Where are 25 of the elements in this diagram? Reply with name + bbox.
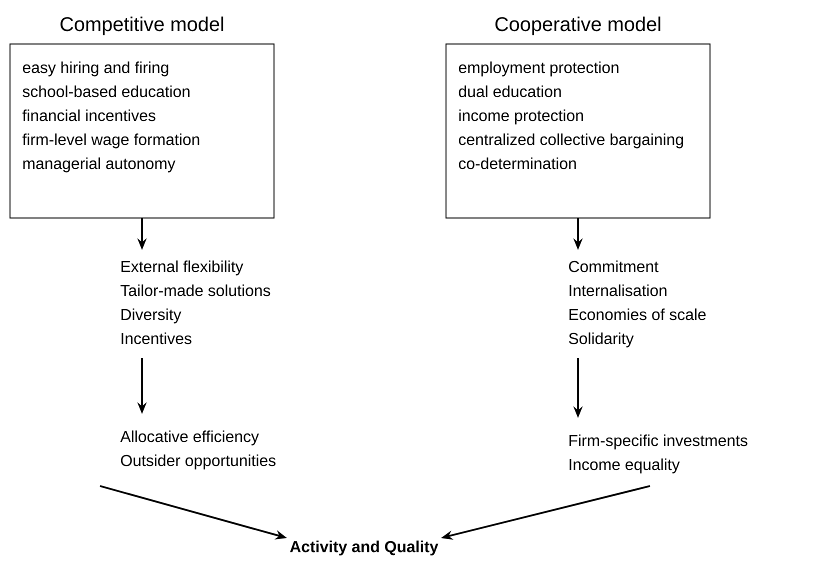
list-item: financial incentives: [22, 109, 156, 122]
list-item: Allocative efficiency: [120, 430, 259, 446]
list-item: employment protection: [458, 61, 618, 76]
list-item: Outsider opportunities: [121, 454, 276, 470]
list-item: Tailor-made solutions: [120, 284, 270, 296]
list-item: Firm-specific investments: [570, 434, 748, 450]
list-item: Economies of scale: [570, 308, 706, 320]
list-item: centralized collective bargaining: [458, 133, 683, 148]
heading: Competitive model: [60, 16, 224, 36]
list-item: External flexibility: [122, 260, 244, 276]
heading: Cooperative model: [495, 16, 660, 36]
result-text: Activity and Quality: [290, 540, 438, 556]
list-item: managerial autonomy: [23, 157, 176, 172]
list-item: school-based education: [22, 85, 190, 98]
list-item: easy hiring and firing: [22, 61, 168, 76]
list-item: income protection: [459, 109, 583, 124]
list-item: Solidarity: [568, 332, 634, 348]
list-item: firm-level wage formation: [22, 133, 200, 148]
list-item: dual education: [458, 85, 561, 98]
list-item: Internalisation: [570, 284, 666, 296]
list-item: Incentives: [122, 332, 192, 344]
list-item: co-determination: [458, 157, 576, 170]
list-item: Income equality: [570, 458, 680, 474]
list-item: Commitment: [569, 260, 658, 272]
list-item: Diversity: [122, 308, 182, 324]
